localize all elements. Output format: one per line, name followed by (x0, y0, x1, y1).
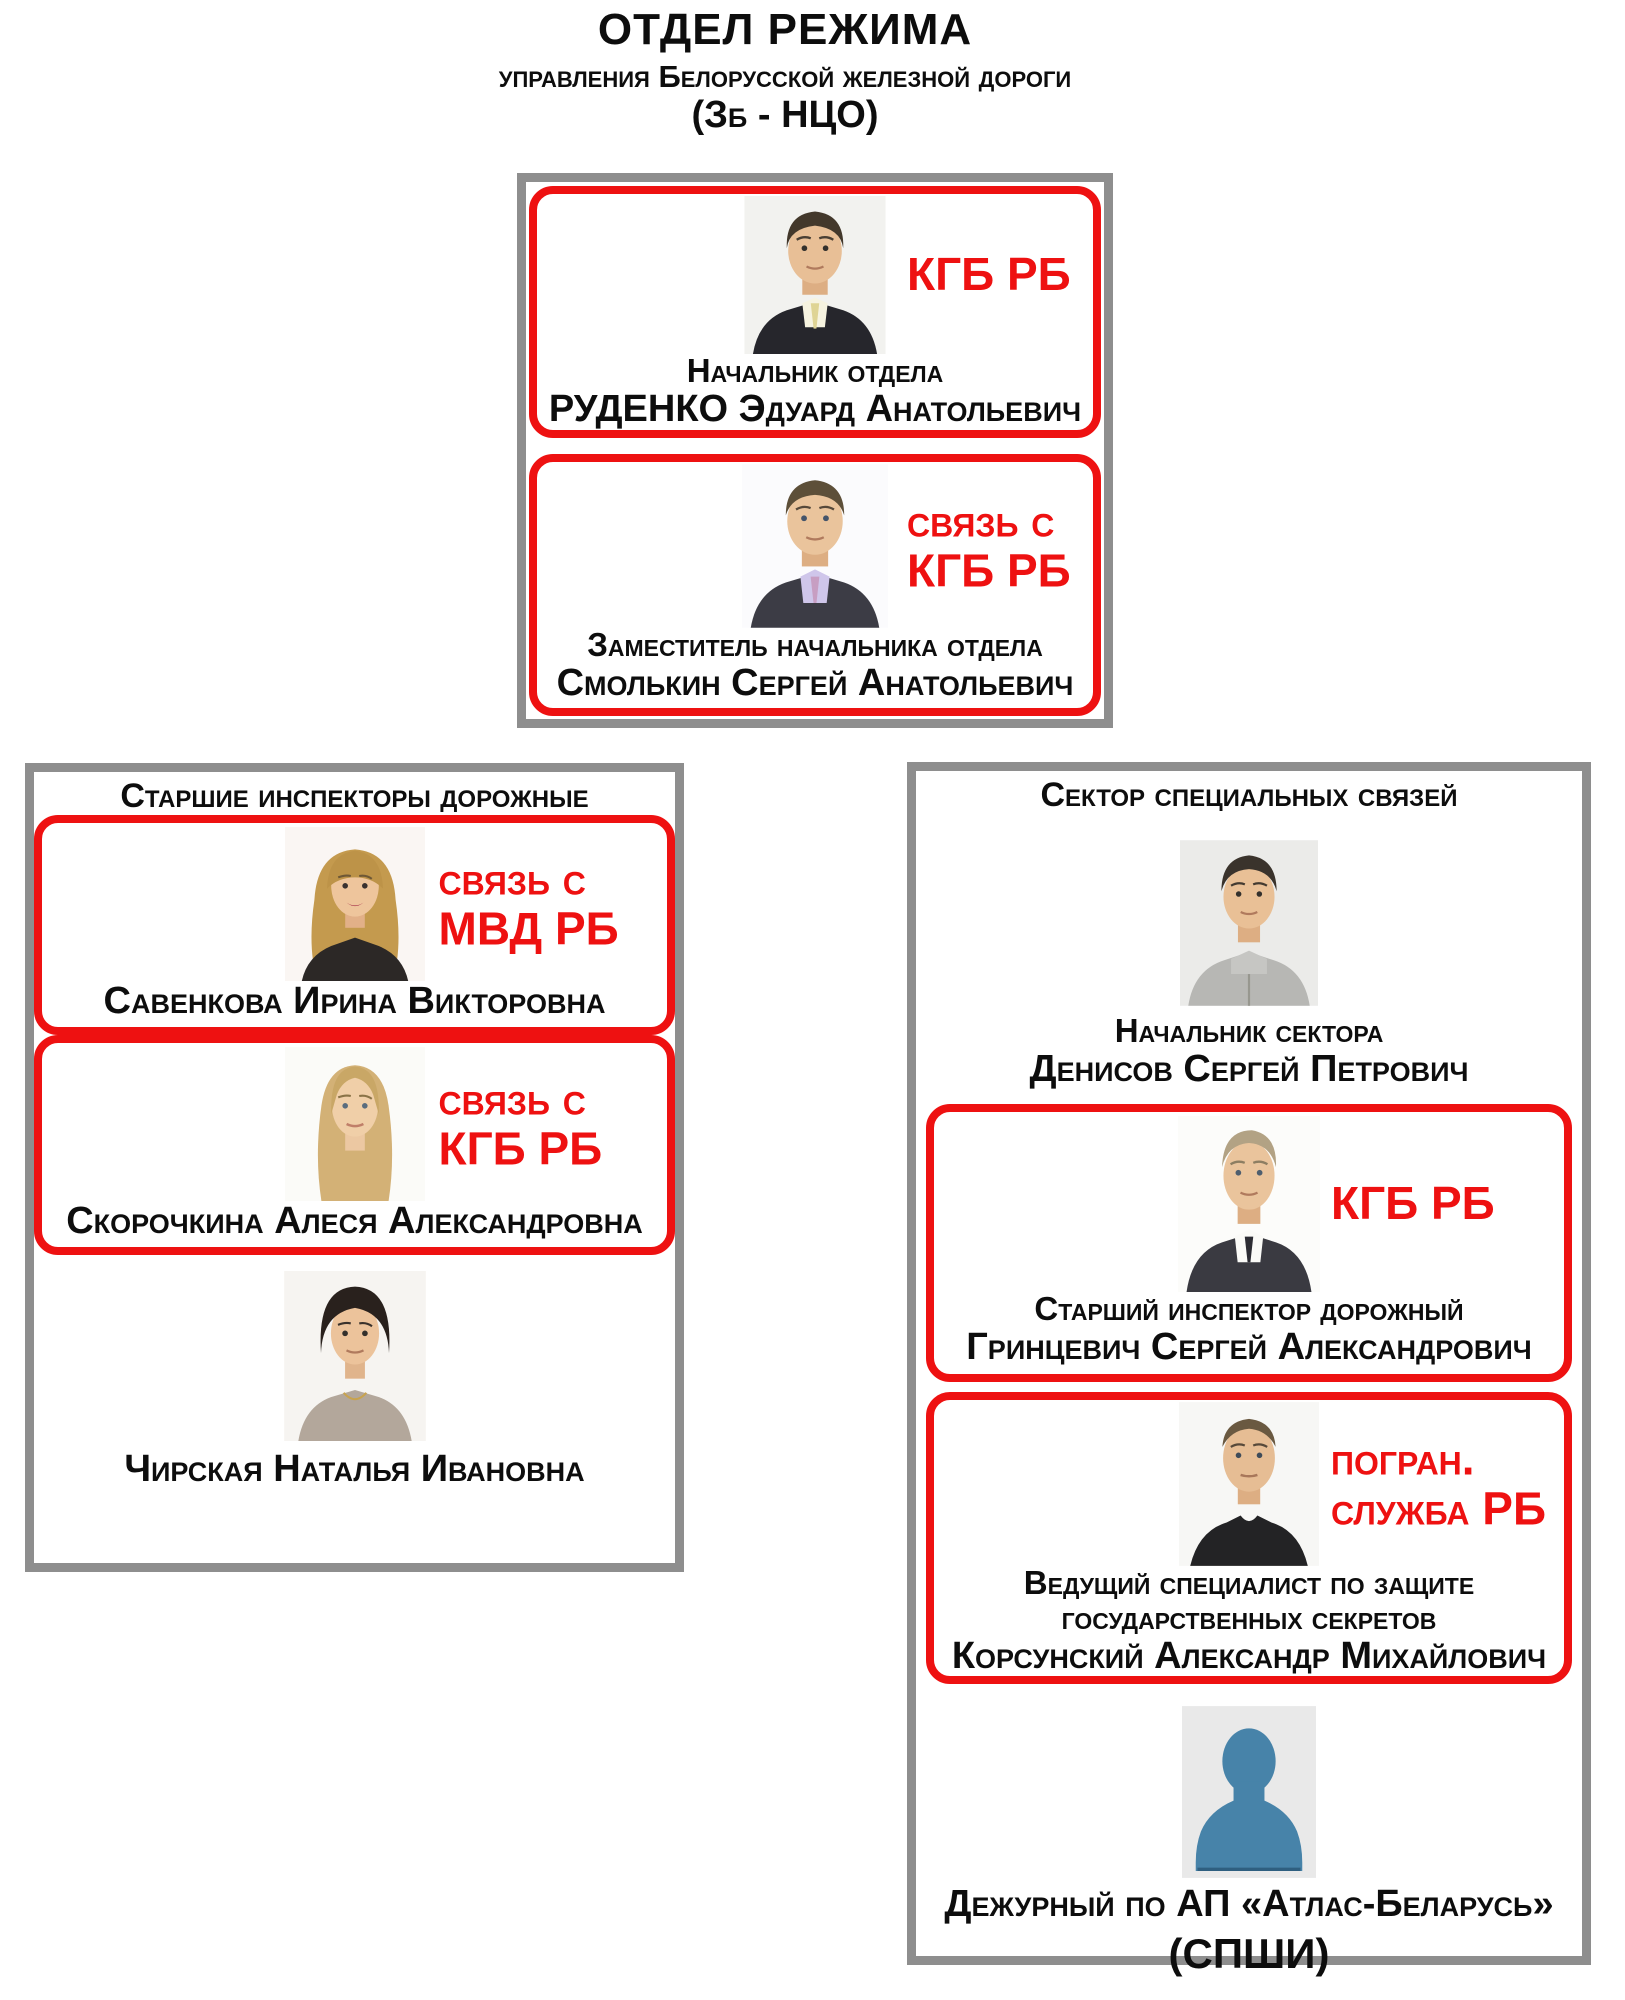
affiliation-tag-main: КГБ РБ (907, 544, 1071, 596)
affiliation-tag: КГБ РБ (907, 248, 1071, 301)
affiliation-tag-prefix: связь с (438, 1072, 586, 1125)
person-name: Денисов Сергей Петрович (1029, 1048, 1469, 1091)
photo-row (916, 1706, 1582, 1879)
photo-row: связь с КГБ РБ (42, 1047, 667, 1202)
person-name: Чирская Наталья Ивановна (124, 1448, 585, 1491)
person-photo-denisov (1180, 840, 1318, 1007)
affiliation-tag: связь с КГБ РБ (438, 1072, 603, 1175)
person-photo-smolkin (742, 464, 888, 628)
photo-row: связь с КГБ РБ (537, 464, 1093, 628)
affiliation-tag-prefix: связь с (438, 852, 586, 905)
person-name: Гринцевич Сергей Александрович (966, 1326, 1532, 1369)
affiliation-tag-main: КГБ РБ (907, 248, 1071, 301)
card-chirskaya: Чирская Наталья Ивановна (34, 1271, 675, 1490)
person-photo-savenkova (284, 827, 425, 982)
affiliation-tag-prefix: связь с (907, 494, 1055, 547)
card-grincevich: КГБ РБ Старший инспектор дорожный Гринце… (926, 1104, 1572, 1383)
inspectors-box-title: Старшие инспекторы дорожные (120, 777, 589, 815)
photo-row (916, 838, 1582, 1008)
card-savenkova: связь с МВД РБ Савенкова Ирина Викторовн… (34, 815, 675, 1036)
affiliation-tag: связь с КГБ РБ (907, 496, 1071, 595)
card-korsunsky: погран. служба РБ Ведущий специалист по … (926, 1392, 1572, 1685)
affiliation-tag-main: МВД РБ (438, 902, 619, 955)
person-role: Старший инспектор дорожный (1034, 1290, 1464, 1328)
person-name: Корсунский Александр Михайлович (951, 1635, 1547, 1678)
affiliation-tag-main: КГБ РБ (438, 1122, 603, 1175)
affiliation-tag: погран. служба РБ (1331, 1432, 1547, 1535)
chart-title-line1: ОТДЕЛ РЕЖИМА (597, 5, 973, 54)
chart-title-line3: (Зб - НЦО) (691, 94, 879, 136)
person-name: РУДЕНКО Эдуард Анатольевич (548, 387, 1082, 430)
photo-row: КГБ РБ (537, 196, 1093, 354)
person-photo-grincevich (1178, 1116, 1320, 1293)
leadership-box: КГБ РБ Начальник отдела РУДЕНКО Эдуард А… (517, 173, 1113, 728)
person-silhouette-icon (1182, 1706, 1316, 1879)
special-comms-box: Сектор специальных связей Начальник сект… (907, 762, 1591, 1977)
person-photo-skorochkina (284, 1047, 425, 1202)
affiliation-tag: связь с МВД РБ (438, 852, 619, 955)
person-name: Смолькин Сергей Анатольевич (556, 661, 1074, 704)
person-photo-korsunsky (1179, 1402, 1319, 1567)
chart-title: ОТДЕЛ РЕЖИМА управления Белорусской желе… (0, 5, 1570, 136)
person-photo-rudenko (744, 196, 886, 354)
photo-row: погран. служба РБ (934, 1402, 1564, 1567)
person-name: Савенкова Ирина Викторовна (103, 980, 606, 1023)
person-role: Ведущий специалист по защите государстве… (1023, 1564, 1475, 1637)
affiliation-tag-main: КГБ РБ (1331, 1177, 1495, 1230)
special-comms-box-title: Сектор специальных связей (1040, 776, 1458, 814)
duty-officer-label: Дежурный по АП «Атлас-Беларусь» (944, 1883, 1554, 1926)
person-role: Начальник сектора (1114, 1012, 1384, 1050)
person-name: Скорочкина Алеся Александровна (66, 1200, 643, 1243)
card-smolkin: связь с КГБ РБ Заместитель начальника от… (529, 454, 1101, 716)
person-photo-chirskaya (283, 1271, 426, 1442)
card-denisov: Начальник сектора Денисов Сергей Петрови… (916, 838, 1582, 1090)
chart-title-line2: управления Белорусской железной дороги (498, 59, 1072, 94)
card-duty-officer: Дежурный по АП «Атлас-Беларусь» (СПШИ) (916, 1706, 1582, 1978)
affiliation-tag: КГБ РБ (1331, 1177, 1495, 1230)
card-rudenko: КГБ РБ Начальник отдела РУДЕНКО Эдуард А… (529, 186, 1101, 438)
duty-officer-sublabel: (СПШИ) (1168, 1930, 1330, 1978)
card-skorochkina: связь с КГБ РБ Скорочкина Алеся Александ… (34, 1035, 675, 1256)
photo-row: связь с МВД РБ (42, 827, 667, 982)
photo-row (34, 1271, 675, 1442)
affiliation-tag-prefix: погран. (1331, 1432, 1475, 1485)
person-role: Начальник отдела (686, 352, 944, 389)
affiliation-tag-main: служба РБ (1331, 1482, 1547, 1535)
person-role: Заместитель начальника отдела (587, 626, 1043, 663)
inspectors-box: Старшие инспекторы дорожные связь с МВД … (25, 763, 684, 1572)
photo-row: КГБ РБ (934, 1116, 1564, 1293)
